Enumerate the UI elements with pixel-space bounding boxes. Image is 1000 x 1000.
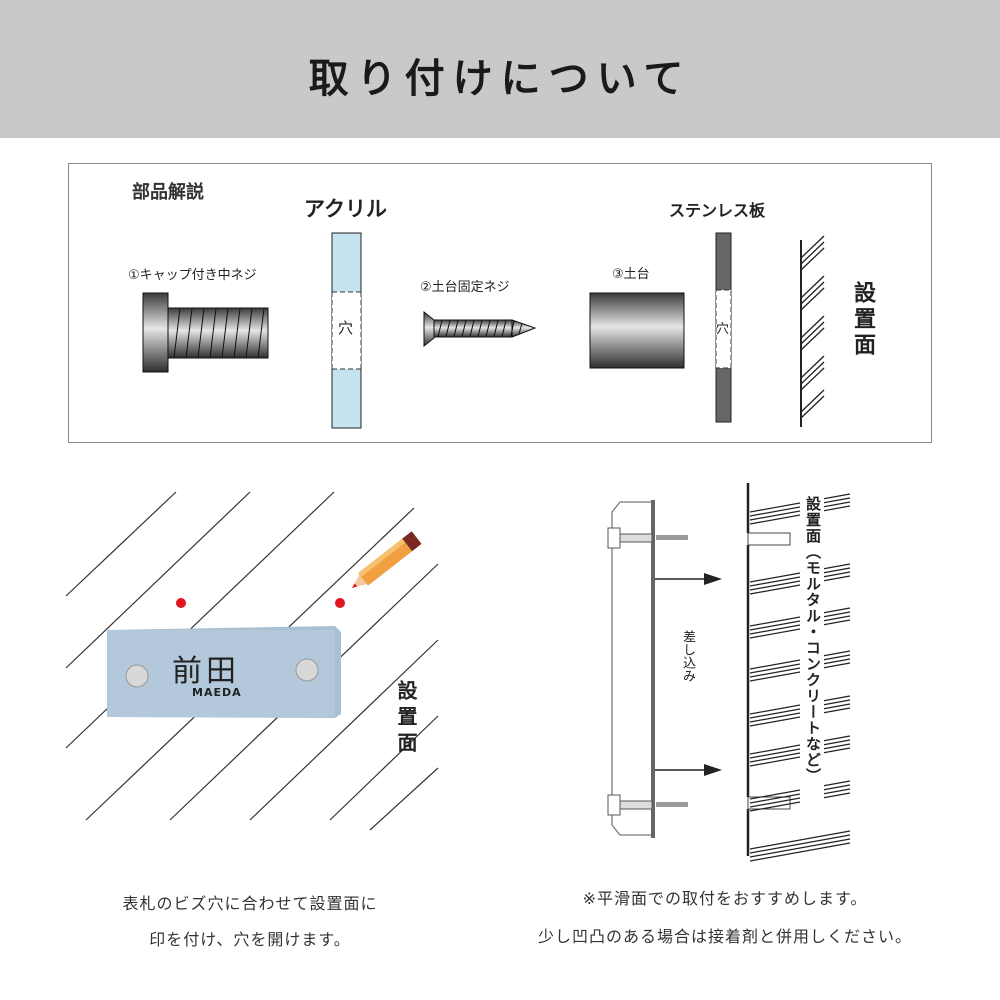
acrylic-label: アクリル bbox=[304, 197, 387, 221]
stainless-label: ステンレス板 bbox=[669, 201, 766, 220]
header-banner: 取り付けについて bbox=[0, 0, 1000, 138]
base-standoff-illustration bbox=[589, 292, 685, 369]
right-caption-line1: ※平滑面での取付をおすすめします。 bbox=[582, 889, 868, 908]
insert-label: 差し込み bbox=[680, 630, 695, 682]
wall-hatch-line bbox=[749, 842, 851, 862]
page-title: 取り付けについて bbox=[308, 56, 692, 102]
nameplate bbox=[107, 626, 341, 718]
parts-surface-label: 設置面 bbox=[850, 281, 875, 359]
left-caption-line1: 表札のビズ穴に合わせて設置面に bbox=[122, 894, 378, 913]
mark-dot-right bbox=[335, 598, 345, 608]
base-screw-illustration bbox=[423, 310, 537, 348]
acrylic-hole-label: 穴 bbox=[338, 319, 354, 337]
base-screw-label: ②土台固定ネジ bbox=[420, 280, 510, 295]
right-surface-label: 設置面（モルタル・コンクリートなど） bbox=[804, 496, 822, 784]
wall-hatch-line bbox=[749, 834, 851, 854]
wall-surface-illustration bbox=[800, 235, 825, 427]
cap-screw-illustration bbox=[142, 292, 269, 373]
parts-panel bbox=[68, 163, 932, 443]
parts-heading: 部品解説 bbox=[132, 182, 204, 203]
wall-hatch-line bbox=[749, 830, 851, 850]
pencil-icon bbox=[352, 531, 422, 588]
wall-hatch-line bbox=[749, 838, 851, 858]
acrylic-strip bbox=[331, 232, 362, 429]
mark-dot-left bbox=[176, 598, 186, 608]
base-label: ③土台 bbox=[612, 267, 650, 282]
cross-section-diagram bbox=[607, 483, 851, 862]
left-caption-line2: 印を付け、穴を開けます。 bbox=[149, 930, 351, 949]
nameplate-romaji: MAEDA bbox=[192, 686, 242, 699]
left-surface-label: 設置面 bbox=[394, 680, 418, 758]
nameplate-kanji: 前田 bbox=[172, 654, 240, 689]
cap-screw-label: ①キャップ付き中ネジ bbox=[128, 268, 257, 283]
stainless-hole-label: 穴 bbox=[716, 322, 730, 337]
right-caption-line2: 少し凹凸のある場合は接着剤と併用しください。 bbox=[537, 927, 912, 946]
stainless-plate bbox=[715, 232, 732, 423]
